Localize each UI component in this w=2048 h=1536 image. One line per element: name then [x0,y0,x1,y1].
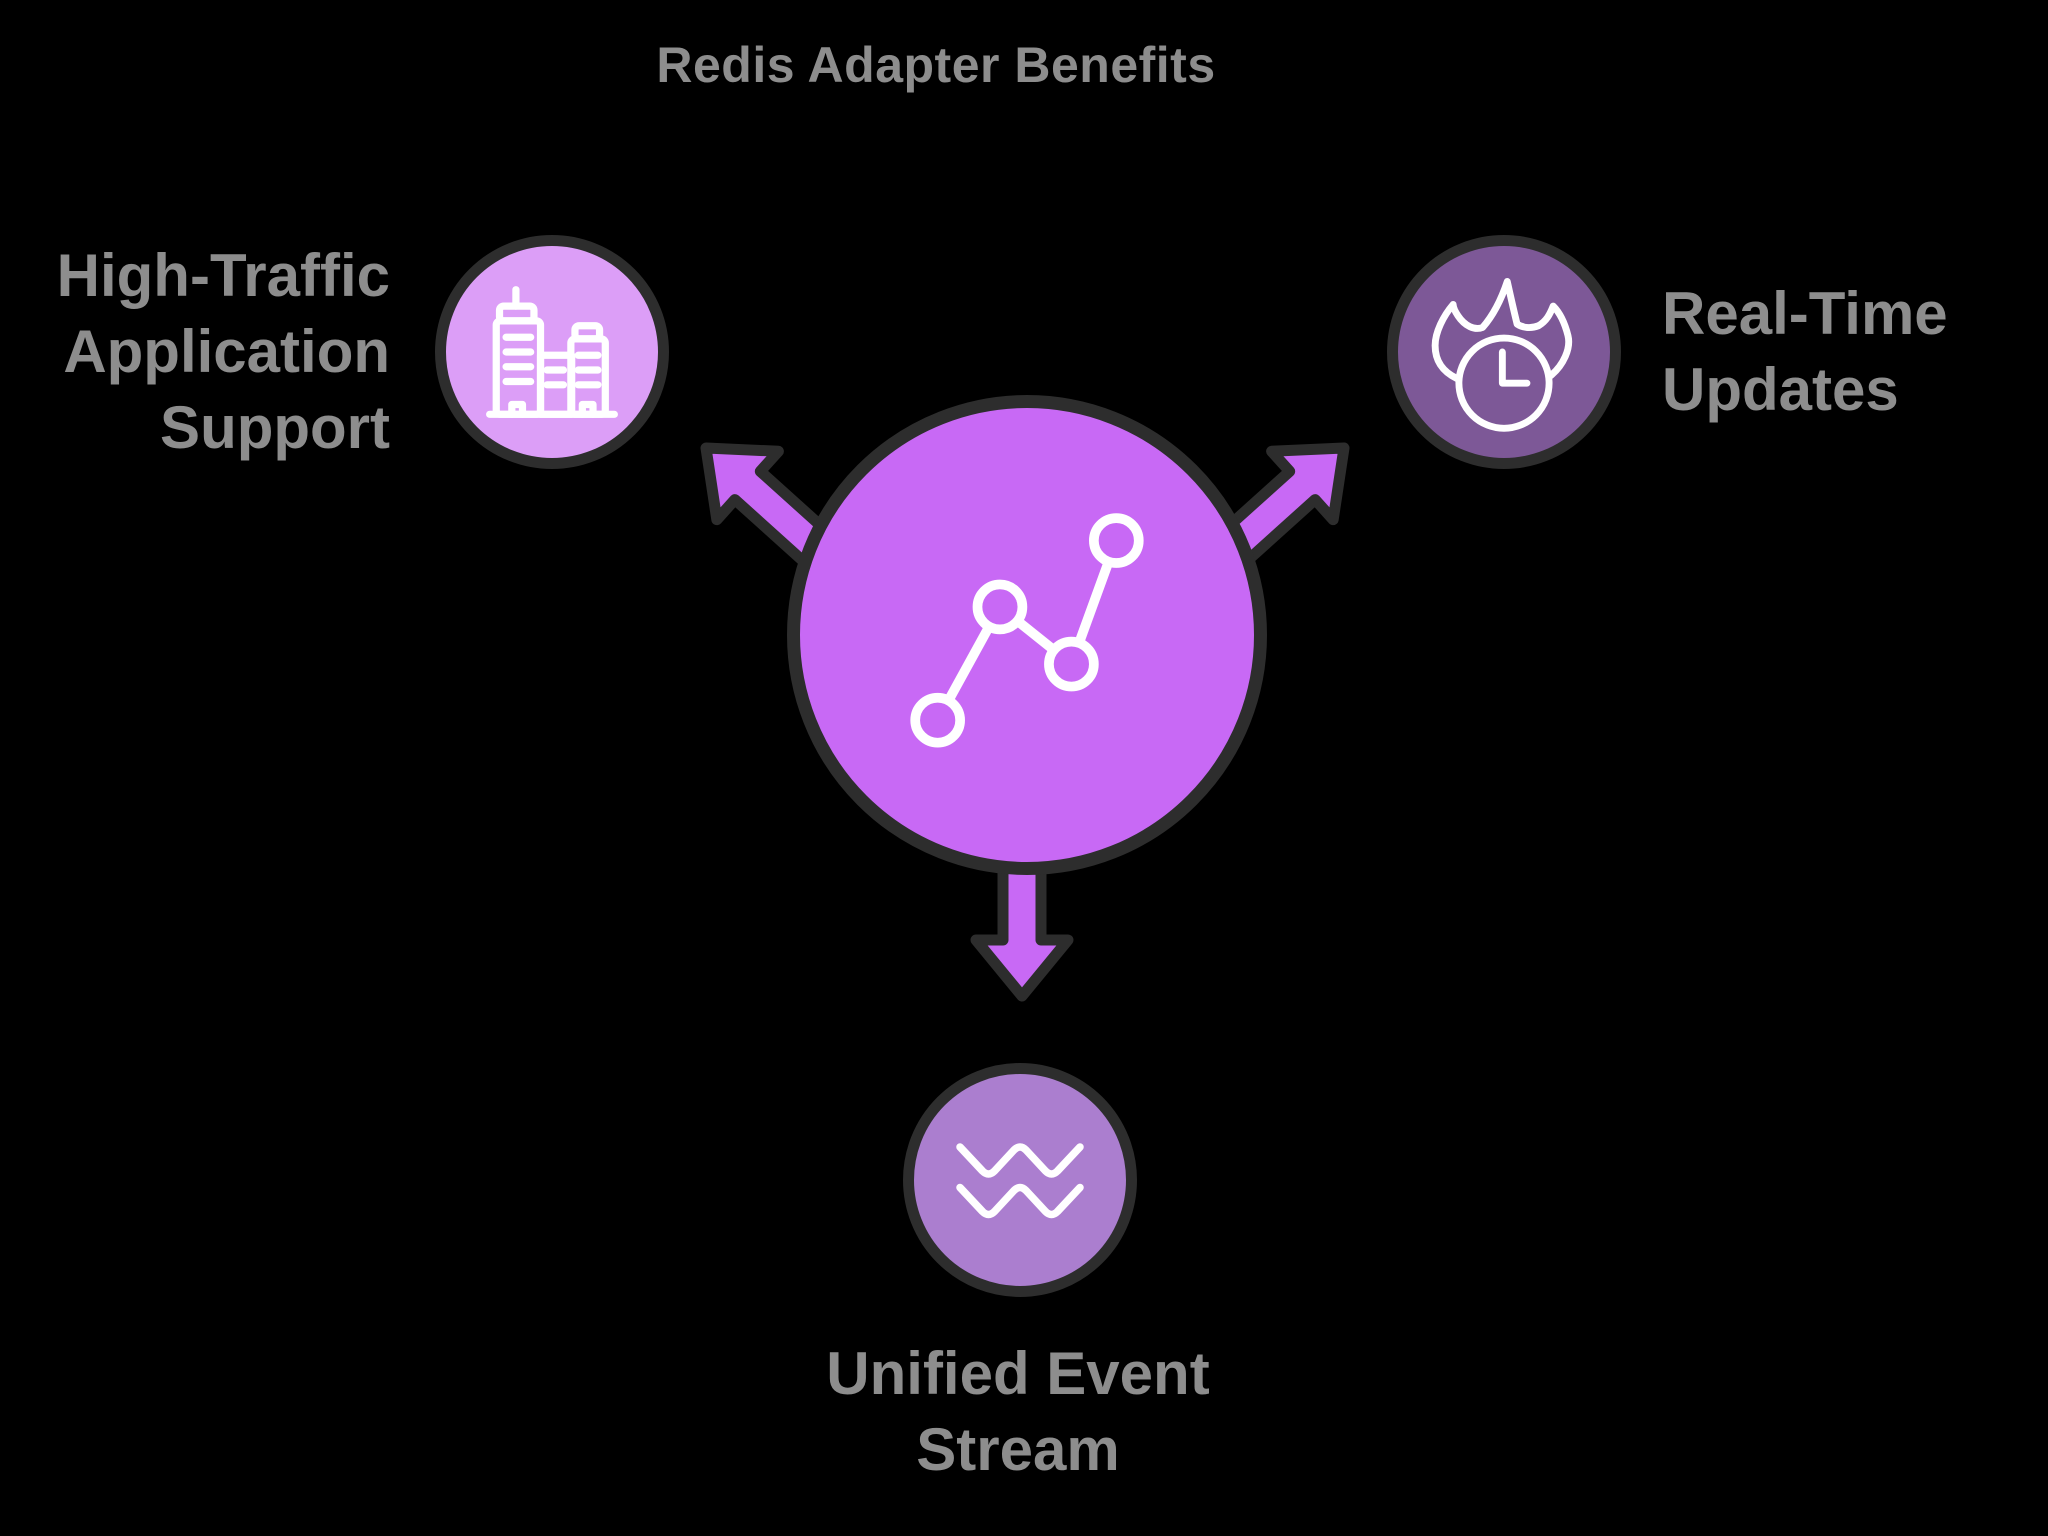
label-line: Updates [1662,356,1899,423]
trend-line-chart-icon [909,512,1144,748]
label-high-traffic: High-Traffic Application Support [57,238,390,466]
hub-circle [787,395,1267,875]
label-real-time: Real-Time Updates [1662,276,1948,428]
diagram-title: Redis Adapter Benefits [656,37,1216,93]
label-line: Support [160,394,390,461]
node-high-traffic [435,235,669,469]
node-real-time [1387,235,1621,469]
waves-icon [956,1143,1084,1219]
label-line: Application [63,318,390,385]
node-unified-event [903,1063,1137,1297]
label-line: Unified Event [826,1340,1210,1407]
city-buildings-icon [486,286,618,418]
label-line: Stream [916,1416,1120,1483]
label-line: High-Traffic [56,242,390,309]
label-unified-event: Unified Event Stream [718,1336,1318,1488]
flame-clock-icon [1431,278,1573,432]
label-line: Real-Time [1662,280,1948,347]
